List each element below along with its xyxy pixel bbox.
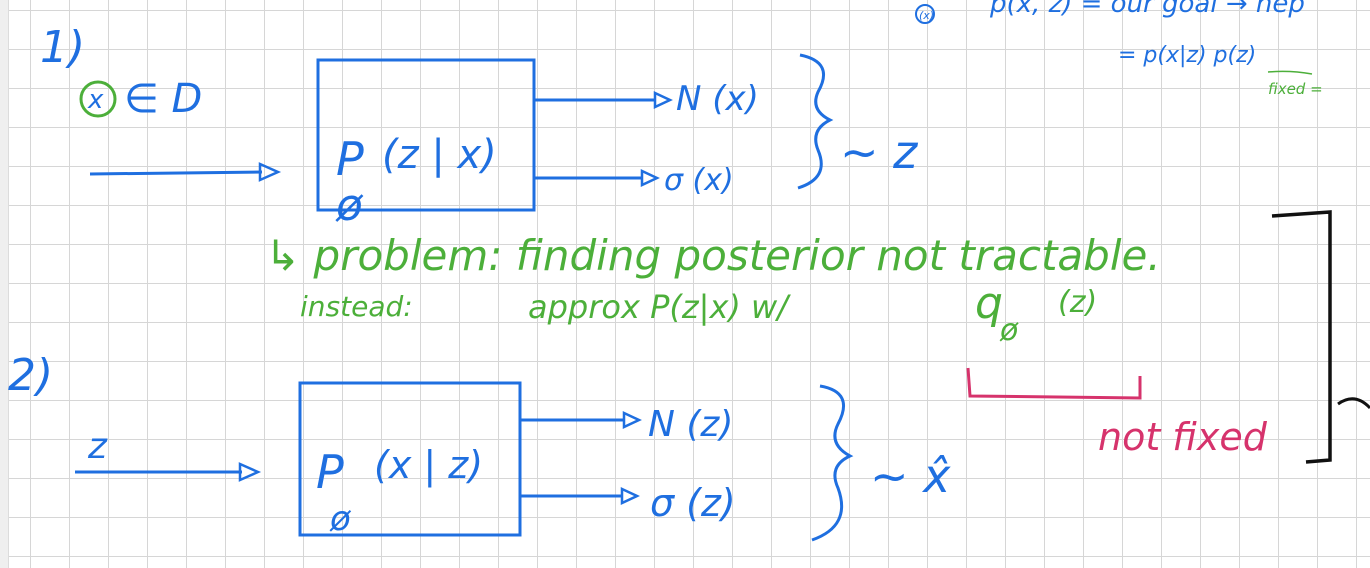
input-x-circle xyxy=(79,80,117,118)
part-2-number: 2) xyxy=(8,350,53,401)
cross-marker-icon xyxy=(915,4,935,24)
decoder-p-symbol: P xyxy=(316,445,344,499)
encoder-box xyxy=(316,58,536,212)
top-fixed-note: fixed = xyxy=(1268,80,1323,98)
encoder-input-arrow-line xyxy=(89,170,263,176)
sigma-output-label: σ (x) xyxy=(664,163,734,198)
q-args: (z) xyxy=(1058,285,1097,320)
black-bracket xyxy=(1271,210,1370,464)
approx-note: approx P(z|x) w/ xyxy=(528,288,791,326)
sample-z-label: ~ z xyxy=(840,125,918,179)
not-fixed-note: not fixed xyxy=(1098,415,1268,459)
green-notes: ↳ problem: finding posterior not tractab… xyxy=(265,231,1161,348)
part-1-encoder-diagram: 1) x ∈ D P ø (z | x) N (x) σ (x) ~ z xyxy=(40,22,918,231)
top-right-notes: (x) p(x, z) = our goal → hep = p(x|z) p(… xyxy=(915,0,1323,98)
decoder-phi-subscript: ø xyxy=(329,499,352,539)
encoder-input-arrowhead-icon xyxy=(258,162,282,182)
bracket-tail-arrow xyxy=(1337,397,1370,410)
sigma-arrowhead-icon xyxy=(640,169,660,187)
problem-note: ↳ problem: finding posterior not tractab… xyxy=(265,231,1161,280)
sample-xhat-label: ~ x̂ xyxy=(870,449,951,503)
top-marker-text: (x) xyxy=(919,9,934,22)
decoder-args: (x | z) xyxy=(374,443,483,488)
input-membership-text: ∈ D xyxy=(124,76,202,122)
encoder-p-symbol: P xyxy=(336,132,364,186)
decoder-mu-label: N (z) xyxy=(648,404,733,445)
decoder-box xyxy=(298,381,522,537)
decoder-input-z: z xyxy=(87,426,108,467)
part-1-number: 1) xyxy=(40,22,85,73)
pink-underbracket xyxy=(966,367,1142,400)
part-2-decoder-diagram: 2) z P ø (x | z) N (z) σ (z) ~ x̂ xyxy=(8,350,951,542)
decoder-input-arrowhead-icon xyxy=(238,462,262,482)
mu-arrowhead-icon xyxy=(653,91,673,109)
right-square-bracket xyxy=(1271,210,1332,464)
decoder-sigma-label: σ (z) xyxy=(650,481,736,525)
top-equation-line1: p(x, z) = our goal → hep xyxy=(989,0,1305,19)
page-left-edge xyxy=(0,0,9,568)
pink-annotation: not fixed xyxy=(966,367,1268,459)
decoder-sigma-arrowhead-icon xyxy=(620,487,640,505)
decoder-mu-arrowhead-icon xyxy=(622,411,642,429)
output-brace-2 xyxy=(811,384,854,542)
input-x-variable: x xyxy=(87,85,104,115)
fixed-underline xyxy=(1267,70,1313,75)
q-symbol: q xyxy=(975,278,1003,329)
q-subscript: ø xyxy=(999,313,1019,348)
output-brace-1 xyxy=(797,53,834,190)
top-equation-line2: = p(x|z) p(z) xyxy=(1118,43,1256,68)
mu-output-label: N (x) xyxy=(676,79,759,119)
instead-prefix: instead: xyxy=(300,290,413,323)
encoder-args: (z | x) xyxy=(382,132,497,178)
encoder-phi-subscript: ø xyxy=(335,180,364,231)
